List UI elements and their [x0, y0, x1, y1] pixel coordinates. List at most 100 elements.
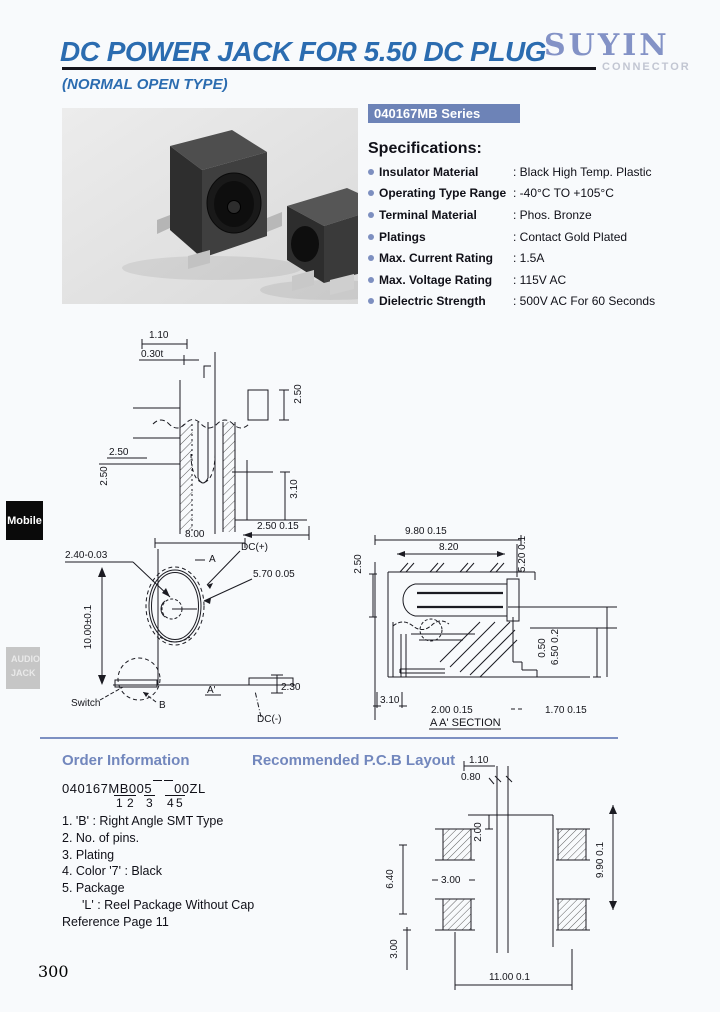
dim-label: 1.10: [469, 755, 489, 766]
order-note: Reference Page 11: [62, 914, 169, 929]
part-number-suffix: 00ZL: [174, 781, 206, 796]
spec-label: Terminal Material: [379, 207, 477, 222]
spec-row: Max. Current Rating : 1.5A: [368, 247, 713, 269]
drawing-pcb-layout: 1.10 0.80 2.00 6.40 3.00 3.00 9.90 0.1 1…: [385, 755, 617, 990]
spec-label: Dielectric Strength: [379, 294, 486, 309]
page-number: 300: [38, 962, 69, 981]
dim-label: 2.50: [109, 447, 129, 458]
spec-value: : Black High Temp. Plastic: [513, 164, 652, 179]
detail-marker-label: B: [159, 700, 166, 711]
product-photo: [62, 108, 358, 304]
dim-label: 9.90 0.1: [595, 841, 606, 878]
drawing-section-view: 9.80 0.15 8.20 5.20 0.1 2.50 0.50 6.50 0…: [353, 526, 617, 730]
dim-label: 3.10: [380, 695, 400, 706]
drawing-top-view: 1.10 0.30t 2.50 2.50 2.50 3.10 2.50 0.15: [99, 330, 310, 540]
title-underline: [62, 67, 596, 70]
spec-bullet-icon: [368, 168, 374, 175]
series-banner: 040167MB Series: [368, 104, 520, 123]
dim-label: 0.30t: [141, 349, 163, 360]
page-subtitle: (NORMAL OPEN TYPE): [62, 76, 228, 93]
drawing-front-view: 8.00 2.40-0.03 DC(+) A 5.70 0.05 10.00±0…: [65, 529, 301, 725]
dim-label: 2.00: [473, 822, 484, 842]
position-digit: 4: [165, 795, 176, 810]
spec-label: Platings: [379, 229, 426, 244]
sidebar-tab-audio-jack[interactable]: AUDIO JACK: [6, 647, 40, 689]
part-number-blank: [164, 780, 174, 793]
spec-bullet-icon: [368, 255, 374, 262]
dim-label: 2.50: [99, 466, 110, 486]
dim-label: 2.30: [281, 682, 301, 693]
order-note: 2. No. of pins.: [62, 830, 140, 845]
sidebar-tab-mobile[interactable]: Mobile: [6, 501, 43, 540]
spec-value: : Phos. Bronze: [513, 207, 592, 222]
section-title: A A' SECTION: [430, 717, 501, 729]
dim-label: 8.20: [439, 542, 459, 553]
spec-value: : 1.5A: [513, 251, 545, 266]
position-digit: 2: [125, 795, 136, 810]
spec-bullet-icon: [368, 190, 374, 197]
order-part-number: 040167MB005 00ZL: [62, 780, 206, 796]
dim-label: 6.40: [385, 869, 396, 889]
part-number-prefix: 040167MB005: [62, 781, 153, 796]
section-view-lines: [369, 535, 617, 730]
spec-label: Max. Voltage Rating: [379, 272, 493, 287]
dim-label: 0.50: [537, 638, 548, 658]
spec-row: Insulator Material : Black High Temp. Pl…: [368, 161, 713, 183]
pcb-layout-lines: [399, 761, 617, 990]
dim-label: 8.00: [185, 529, 205, 540]
spec-label: Max. Current Rating: [379, 251, 494, 266]
pcb-layout-heading: Recommended P.C.B Layout: [252, 752, 456, 769]
brand-logo: SUYIN: [544, 28, 670, 63]
order-notes: 1. 'B' : Right Angle SMT Type 2. No. of …: [62, 813, 254, 931]
dim-label: 5.20 0.1: [517, 535, 528, 572]
brand-tagline: CONNECTOR: [602, 61, 691, 73]
dim-label: 5.70 0.05: [253, 569, 295, 580]
dim-label: 3.00: [389, 939, 400, 959]
spec-bullet-icon: [368, 276, 374, 283]
dim-label: DC(+): [241, 542, 268, 553]
switch-label: Switch: [71, 698, 100, 709]
front-view-lines: [65, 538, 295, 718]
order-note: 4. Color '7' : Black: [62, 864, 162, 879]
page-title: DC POWER JACK FOR 5.50 DC PLUG: [60, 36, 546, 67]
top-view-lines: [99, 339, 310, 540]
part-number-blank: [153, 780, 163, 793]
spec-bullet-icon: [368, 233, 374, 240]
part-number-position-digits: 1 2 3 4 5: [62, 795, 202, 810]
dim-label: 10.00±0.1: [83, 604, 94, 649]
spec-bullet-icon: [368, 211, 374, 218]
spec-row: Dielectric Strength : 500V AC For 60 Sec…: [368, 291, 713, 313]
dim-label: 6.50 0.2: [550, 628, 561, 665]
spec-row: Max. Voltage Rating : 115V AC: [368, 269, 713, 291]
order-note: 5. Package: [62, 881, 125, 896]
connector-right: [260, 188, 358, 300]
dim-label: 3.10: [289, 479, 300, 499]
spec-row: Platings : Contact Gold Plated: [368, 226, 713, 248]
dim-label: 1.10: [149, 330, 169, 341]
dim-label: 2.00 0.15: [431, 705, 473, 716]
spec-row: Operating Type Range : -40°C TO +105°C: [368, 183, 713, 205]
dim-label: 2.50: [353, 554, 364, 574]
dim-label: 1.70 0.15: [545, 705, 587, 716]
section-marker-label: A: [209, 554, 216, 565]
dim-label: 2.50: [293, 384, 304, 404]
order-note: 'L' : Reel Package Without Cap: [82, 897, 255, 912]
dim-label: 0.80: [461, 772, 481, 783]
position-digit: 3: [144, 795, 155, 810]
spec-label: Operating Type Range: [379, 186, 507, 201]
order-information-heading: Order Information: [62, 752, 190, 769]
spec-value: : 115V AC: [513, 272, 567, 287]
position-digit: 1: [114, 795, 125, 810]
spec-value: : -40°C TO +105°C: [513, 186, 614, 201]
section-marker-label: A': [207, 685, 216, 696]
spec-row: Terminal Material : Phos. Bronze: [368, 204, 713, 226]
spec-value: : Contact Gold Plated: [513, 229, 628, 244]
dim-label: 11.00 0.1: [489, 972, 530, 983]
dim-label: DC(-): [257, 714, 281, 725]
dim-label: 9.80 0.15: [405, 526, 447, 537]
spec-bullet-icon: [368, 298, 374, 305]
dim-label: 3.00: [441, 875, 461, 886]
position-digit: 5: [174, 795, 185, 810]
specifications-list: Insulator Material : Black High Temp. Pl…: [368, 161, 713, 312]
